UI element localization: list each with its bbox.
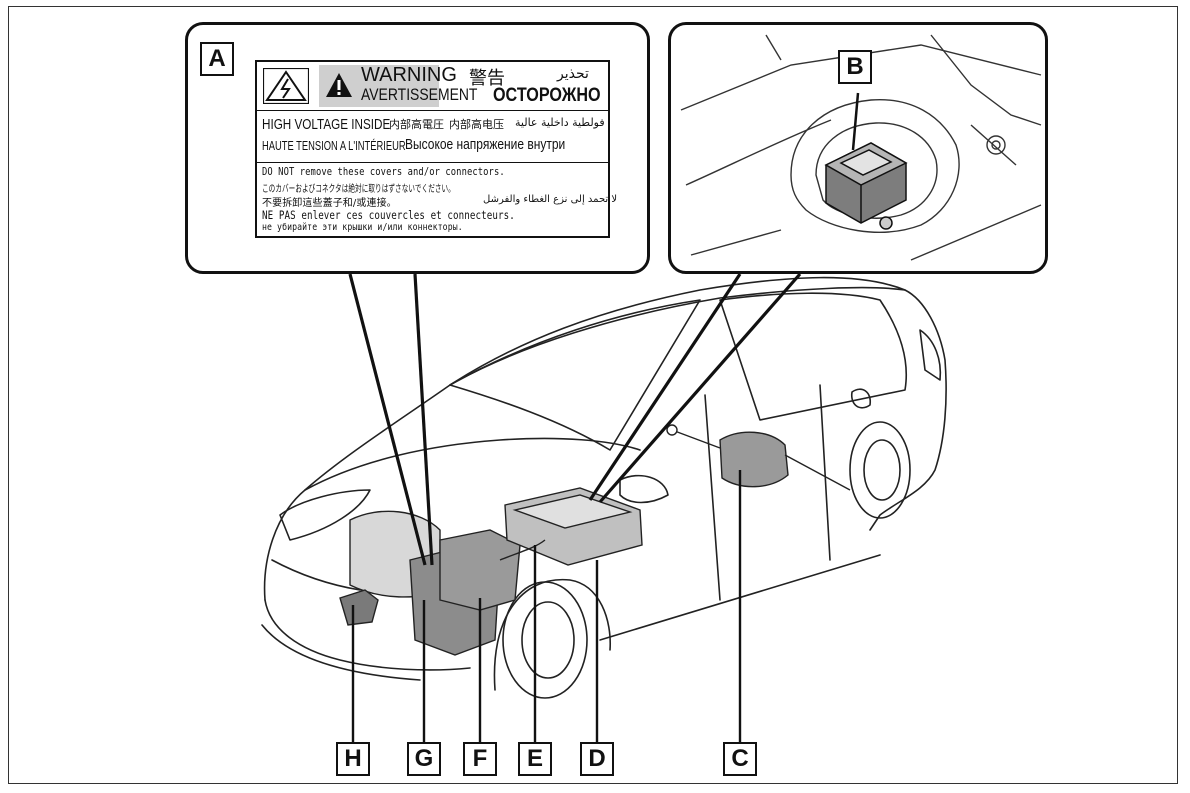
letter-f: F: [463, 742, 497, 776]
hv-ru: Высокое напряжение внутри: [405, 136, 566, 153]
front-bumper: [264, 599, 471, 671]
fuel-door: [850, 388, 872, 409]
rocker-line: [599, 554, 881, 641]
warning-fr: AVERTISSEMENT: [361, 85, 478, 104]
rear-motor-c: [719, 431, 789, 488]
warning-header-row: WARNING AVERTISSEMENT 警告 تحذير ОСТОРОЖНО: [257, 62, 608, 111]
hv-fr: HAUTE TENSION A L'INTÉRIEUR: [262, 138, 406, 153]
high-voltage-warning-label: WARNING AVERTISSEMENT 警告 تحذير ОСТОРОЖНО…: [255, 60, 617, 238]
side-mirror: [619, 474, 669, 504]
bumper-lower: [261, 624, 421, 681]
car-body-outline: [263, 276, 947, 601]
windshield: [449, 299, 701, 451]
notice-line-ar: لا تحمد إلى نزع الغطاء والفرشل: [483, 194, 618, 205]
front-wheel-arch: [493, 578, 611, 691]
door-line-rear: [819, 384, 831, 561]
letter-a: A: [200, 42, 234, 76]
rear-halfshaft: [671, 429, 851, 491]
notice-line-zh: 不要拆卸這些蓋子和/或連接。: [262, 198, 397, 209]
battery-top: [512, 494, 633, 529]
figure-frame: [8, 6, 1178, 784]
car-hood-edge: [304, 437, 641, 491]
notice-line-ja: このカバーおよびコネクタは絶対に取りはずさないでください。: [262, 184, 455, 195]
rear-wheel: [849, 421, 911, 519]
grille-line: [271, 559, 361, 591]
rear-light: [919, 329, 942, 381]
notice-line-en: DO NOT remove these covers and/or connec…: [262, 166, 505, 178]
hv-ja: 内部高電圧: [389, 118, 444, 131]
leader-b-right: [598, 272, 802, 504]
inverter-f: [439, 529, 521, 611]
rear-wheel-rim: [863, 439, 901, 501]
headlight: [279, 489, 371, 541]
halfshaft-end: [666, 424, 678, 436]
letter-g: G: [407, 742, 441, 776]
exclamation-warning-icon: [326, 73, 352, 97]
notice-line-ru: не убирайте эти крышки и/или коннекторы.: [262, 222, 463, 233]
letter-c: C: [723, 742, 757, 776]
hv-ar: فولطية داخلية عالية: [515, 116, 605, 129]
hv-en: HIGH VOLTAGE INSIDE: [262, 116, 391, 133]
warning-ru: ОСТОРОЖНО: [493, 85, 601, 106]
letter-e: E: [518, 742, 552, 776]
leader-a-right: [413, 273, 434, 566]
notice-line-fr: NE PAS enlever ces couvercles et connect…: [262, 208, 515, 222]
callout-b-panel: [668, 22, 1048, 274]
letter-h: H: [336, 742, 370, 776]
letter-b: B: [838, 50, 872, 84]
letter-d: D: [580, 742, 614, 776]
high-voltage-row: HIGH VOLTAGE INSIDE 内部高電圧 内部高电压 فولطية د…: [257, 110, 608, 163]
front-wheel-rim: [521, 601, 575, 679]
service-plug-illustration: [680, 34, 1042, 261]
warning-en: WARNING: [361, 64, 457, 86]
warning-ar: تحذير: [557, 66, 589, 82]
power-cable-e: [499, 539, 546, 561]
car-roofline: [449, 286, 906, 386]
door-line: [704, 394, 721, 601]
hv-zh: 内部高电压: [449, 118, 504, 131]
side-window: [719, 292, 908, 421]
electric-shock-icon: [263, 68, 309, 104]
leader-b-left: [588, 273, 742, 501]
warning-cjk: 警告: [469, 68, 505, 89]
aux-unit-h: [339, 589, 379, 626]
leader-a-left: [348, 273, 427, 566]
